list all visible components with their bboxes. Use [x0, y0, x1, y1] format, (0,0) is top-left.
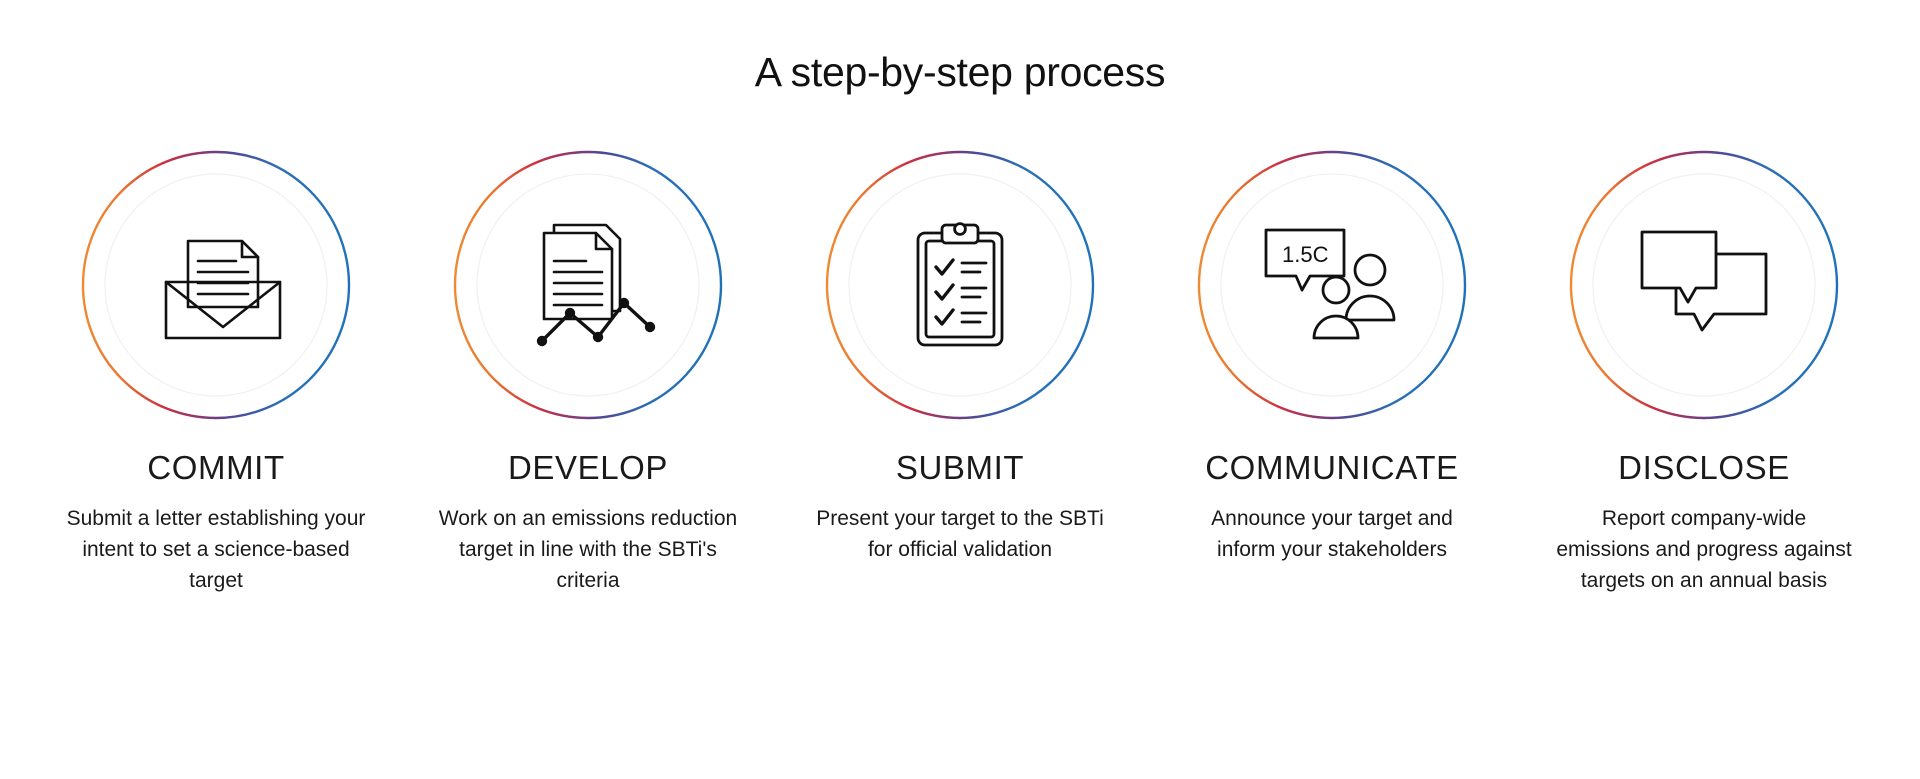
step-circle-communicate: 1.5C — [1196, 149, 1468, 421]
step-circle-disclose — [1568, 149, 1840, 421]
gradient-ring — [81, 150, 351, 420]
step-label-develop: DEVELOP — [507, 449, 669, 487]
gradient-ring — [825, 150, 1095, 420]
documents-line-chart-icon — [513, 210, 663, 360]
step-label-communicate: COMMUNICATE — [1205, 449, 1459, 487]
chat-bubbles-icon — [1629, 210, 1779, 360]
step-submit[interactable]: SUBMIT Present your target to the SBTi f… — [774, 149, 1146, 565]
gradient-ring — [1197, 150, 1467, 420]
step-label-submit: SUBMIT — [895, 449, 1025, 487]
step-label-disclose: DISCLOSE — [1618, 449, 1790, 487]
step-description-disclose: Report company-wide emissions and progre… — [1556, 507, 1852, 592]
step-communicate[interactable]: 1.5C COMMUNICATE Announce your target an… — [1146, 149, 1518, 565]
envelope-letter-icon — [141, 210, 291, 360]
step-disclose[interactable]: DISCLOSE Report company-wide emissions a… — [1518, 149, 1890, 596]
steps-row: COMMIT Submit a letter establishing your… — [0, 149, 1920, 596]
page-title: A step-by-step process — [754, 49, 1166, 95]
step-circle-submit — [824, 149, 1096, 421]
step-description-submit: Present your target to the SBTi for offi… — [816, 507, 1104, 561]
step-develop[interactable]: DEVELOP Work on an emissions reduction t… — [402, 149, 774, 596]
step-description-develop: Work on an emissions reduction target in… — [438, 507, 738, 592]
speech-bubble-people-icon: 1.5C — [1257, 210, 1407, 360]
step-description-communicate: Announce your target and inform your sta… — [1211, 507, 1453, 561]
step-label-commit: COMMIT — [147, 449, 285, 487]
gradient-ring — [453, 150, 723, 420]
gradient-ring — [1569, 150, 1839, 420]
step-circle-commit — [80, 149, 352, 421]
clipboard-checklist-icon — [885, 210, 1035, 360]
step-commit[interactable]: COMMIT Submit a letter establishing your… — [30, 149, 402, 596]
step-circle-develop — [452, 149, 724, 421]
bubble-value-text: 1.5C — [1282, 242, 1329, 267]
step-description-commit: Submit a letter establishing your intent… — [66, 507, 366, 592]
